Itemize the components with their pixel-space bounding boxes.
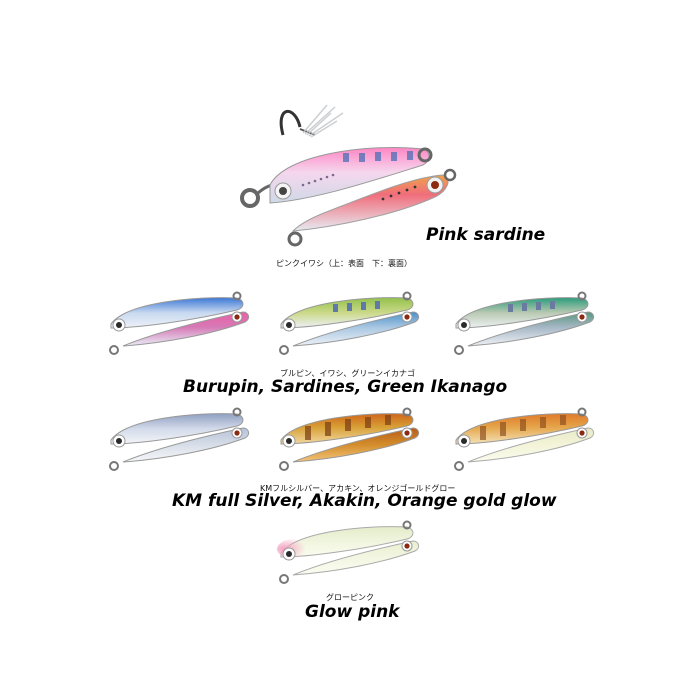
lure-image-km-full-silver	[105, 402, 255, 472]
section-1-title: Pink sardine	[426, 225, 546, 245]
section-3-caption: KMフルシルバー、アカキン、オレンジゴールドグロー	[260, 484, 456, 493]
section-4-title: Glow pink	[305, 602, 400, 622]
lure-image-orange-gold-glow	[450, 402, 600, 472]
section-2-title: Burupin, Sardines, Green Ikanago	[183, 377, 508, 397]
lure-image-pink-sardine	[225, 95, 470, 255]
lure-image-akakin	[275, 402, 425, 472]
section-1-caption: ピンクイワシ（上：表面 下：裏面）	[276, 259, 412, 268]
section-3-title: KM full Silver, Akakin, Orange gold glow	[172, 491, 557, 511]
section-2-caption: ブルピン、イワシ、グリーンイカナゴ	[280, 369, 415, 378]
lure-image-burupin	[105, 286, 255, 356]
lure-image-glow-pink	[275, 515, 425, 585]
lure-image-green-ikanago	[450, 286, 600, 356]
lure-image-sardines	[275, 286, 425, 356]
section-4-caption: グローピンク	[326, 593, 374, 602]
